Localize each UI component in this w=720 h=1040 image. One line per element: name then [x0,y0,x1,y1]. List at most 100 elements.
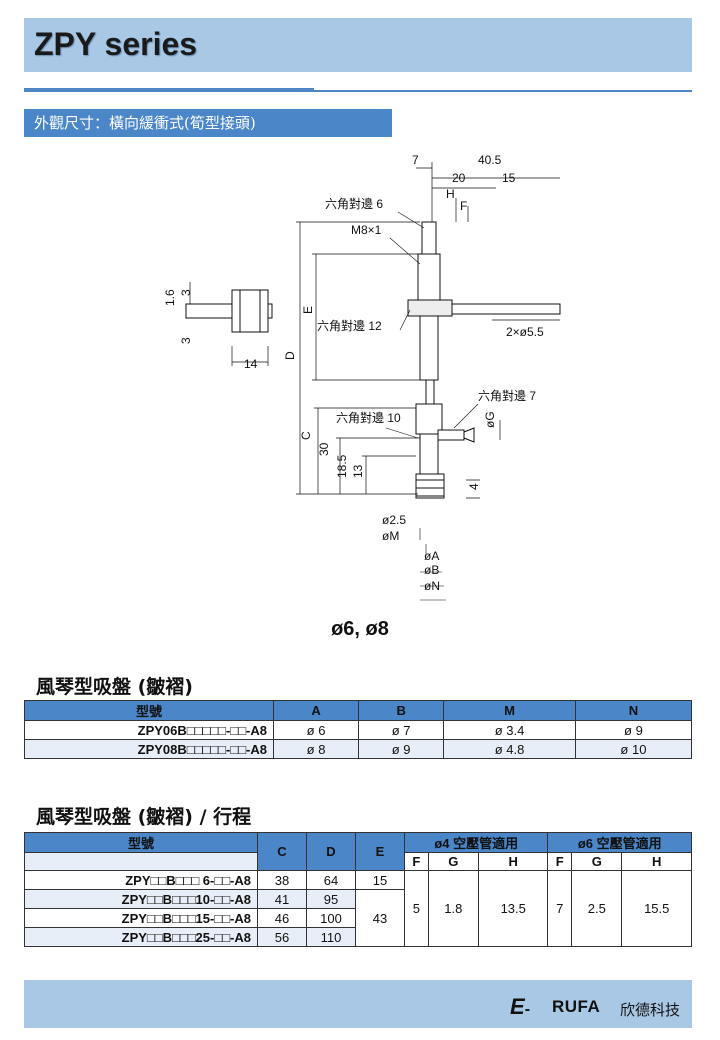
th-F4: F [404,852,429,871]
dim-14: 14 [244,357,258,371]
table2-title: 風琴型吸盤 (皺褶) / 行程 [36,806,252,828]
table-row: ZPY08B□□□□□-□□-A8 ø 8 ø 9 ø 4.8 ø 10 [24,739,693,759]
table-row: ZPY□□B□□□10-□□-A8 41 95 43 [24,889,692,947]
dim-4: 4 [467,483,481,490]
th-H4: H [477,852,549,871]
side-view-nut [231,289,269,333]
page-title: ZPY series [34,26,198,62]
table-row: ZPY06B□□□□□-□□-A8 ø 6 ø 7 ø 3.4 ø 9 [24,720,693,740]
cell-model: ZPY□□B□□□10-□□-A8 [24,889,258,909]
shaft [425,379,435,405]
th-G4: G [427,852,479,871]
cell-C: 41 [257,889,307,909]
dim-D: D [283,351,297,360]
dim-18-5: 18.5 [335,454,349,478]
cell-D: 95 [306,889,356,909]
dim-1-6: 1.6 [163,289,177,306]
cell-G6: 2.5 [571,870,623,947]
table1-title: 風琴型吸盤 (皺褶) [36,676,193,698]
body-top [421,221,437,255]
hex-nut-10 [415,403,443,435]
cell-model: ZPY□□B□□□ 6-□□-A8 [24,870,258,890]
cell-B: ø 7 [358,720,445,740]
dim-F: F [460,199,467,213]
cell-M: ø 3.4 [443,720,576,740]
cell-D: 110 [306,927,356,947]
hex-nut-12 [407,299,453,317]
cell-N: ø 9 [574,720,693,740]
cell-model: ZPY08B□□□□□-□□-A8 [24,739,274,759]
cell-E: 15 [355,870,405,890]
dim-3a: 3 [179,289,193,296]
side-barb [463,427,475,443]
th-F6: F [547,852,573,871]
table-stroke: 型號 C D E ø4 空壓管適用 ø6 空壓管適用 F G H F G H Z… [24,832,692,947]
th-A: A [272,700,360,721]
header-divider-accent [24,88,314,92]
th-group-4: ø4 空壓管適用 [403,832,549,853]
th-B: B [358,700,445,721]
dim-7: 7 [412,153,419,167]
cell-A: ø 6 [272,720,360,740]
section-label: 外觀尺寸：橫向緩衝式(筍型接頭) [24,109,392,137]
label-dB: øB [424,563,439,577]
label-dM: øM [382,529,399,543]
cell-N: ø 10 [574,739,693,759]
cell-F6: 7 [547,870,573,947]
footer-band [24,980,692,1028]
th-G6: G [571,852,623,871]
table-row: ZPY□□B□□□25-□□-A8 56 110 [24,927,692,947]
header-divider [24,90,692,92]
th-M: M [443,700,576,721]
cell-D: 64 [306,870,356,890]
cell-H4: 13.5 [477,870,549,947]
th-model: 型號 [24,832,258,853]
header-band [24,18,692,72]
cell-A: ø 8 [272,739,360,759]
dim-13: 13 [351,464,365,478]
dim-C: C [299,431,313,440]
table-row: ZPY□□B□□□ 6-□□-A8 38 64 15 5 1.8 13.5 7 … [24,870,692,947]
logo-e: E [510,994,525,1019]
company-logo: E- [510,994,530,1020]
label-hex10: 六角對邊 10 [336,411,401,425]
th-model: 型號 [24,700,274,721]
cell-F4: 5 [404,870,429,947]
body-mid [419,315,439,381]
logo-rufa: RUFA [552,997,601,1016]
dim-20: 20 [452,171,466,185]
body-upper [417,253,441,305]
th-N: N [574,700,693,721]
label-hex7: 六角對邊 7 [478,389,536,403]
dim-30: 30 [317,442,331,456]
th-E: E [355,832,405,871]
dim-15: 15 [502,171,516,185]
th-model-blank [24,852,258,871]
dim-3b: 3 [179,337,193,344]
label-hex12: 六角對邊 12 [317,319,382,333]
cell-C: 38 [257,870,307,890]
cell-C: 46 [257,908,307,928]
mount-plate [451,303,561,315]
th-C: C [257,832,307,871]
dim-40-5: 40.5 [478,153,502,167]
company-name: 欣德科技 [620,1001,681,1019]
th-D: D [306,832,356,871]
dimension-drawing: 六角對邊 6 M8×1 六角對邊 12 六角對邊 7 六角對邊 10 2×ø5.… [163,153,561,601]
label-port: 2×ø5.5 [506,325,544,339]
cell-D: 100 [306,908,356,928]
cell-M: ø 4.8 [443,739,576,759]
label-hex6: 六角對邊 6 [325,197,383,211]
cell-model: ZPY□□B□□□15-□□-A8 [24,908,258,928]
th-H6: H [621,852,692,871]
dim-E: E [301,306,315,314]
table-row: ZPY□□B□□□15-□□-A8 46 100 [24,908,692,928]
th-group-6: ø6 空壓管適用 [547,832,692,853]
label-m8: M8×1 [351,223,382,237]
label-dN: øN [424,579,440,593]
dim-H: H [446,187,455,201]
label-dA: øA [424,549,439,563]
cell-model: ZPY□□B□□□25-□□-A8 [24,927,258,947]
table-dimensions: 型號 A B M N ZPY06B□□□□□-□□-A8 ø 6 ø 7 ø 3… [24,700,693,759]
model-caption: ø6, ø8 [331,618,389,640]
